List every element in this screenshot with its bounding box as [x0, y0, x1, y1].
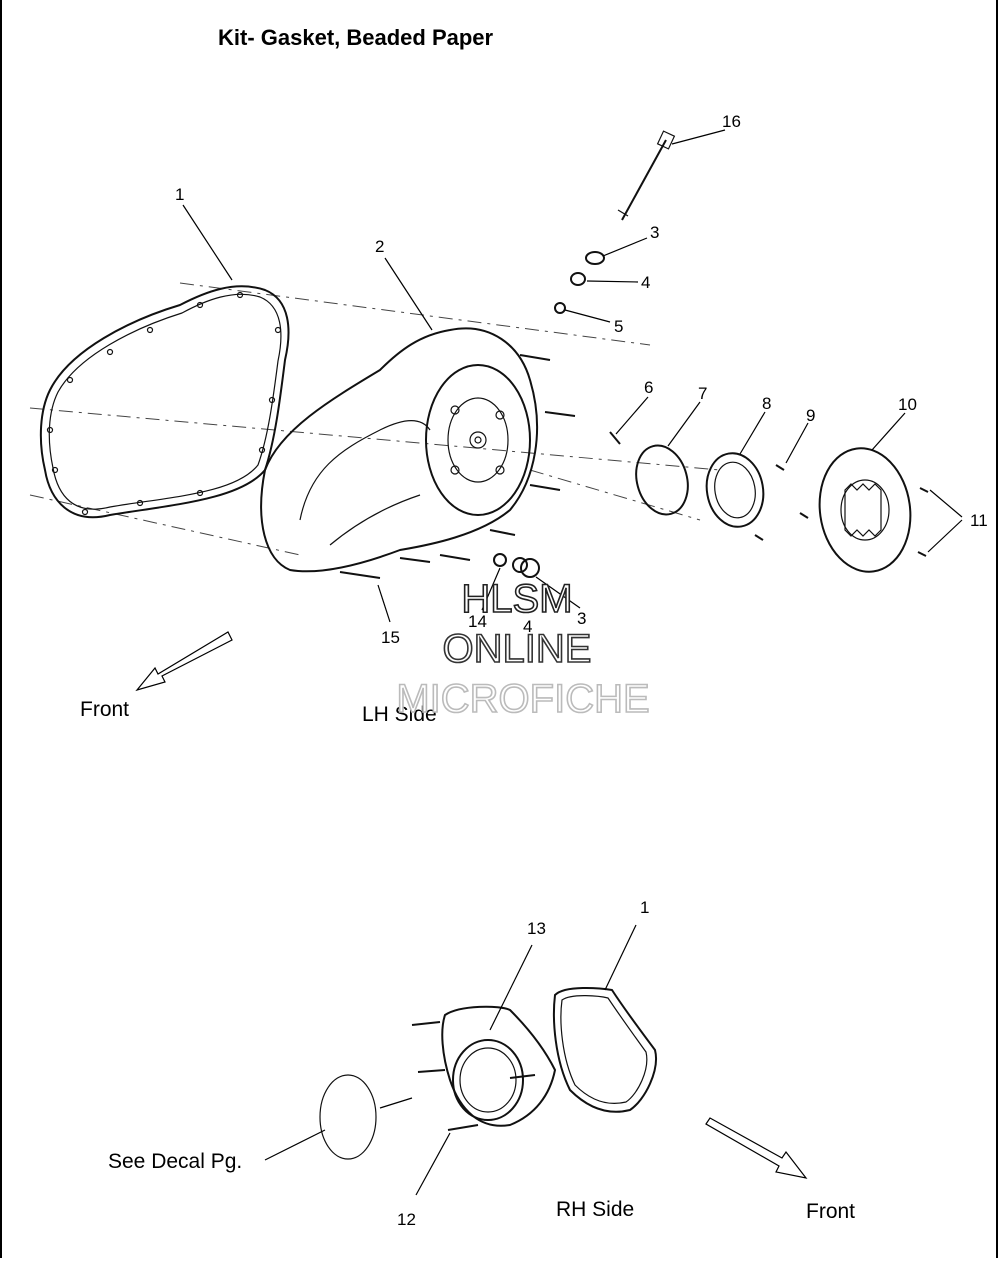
leader-line: [264, 1129, 326, 1161]
alignment-line: [529, 469, 701, 521]
gasket-part-1-rh: [552, 987, 657, 1113]
leader-line: [785, 422, 809, 464]
leader-line: [667, 401, 701, 447]
callout-10: 10: [898, 395, 917, 414]
callout-14: 14: [468, 612, 487, 631]
alignment-line: [179, 282, 651, 346]
decal-disc: [319, 1074, 377, 1160]
callout-2: 2: [375, 237, 384, 256]
leader-line: [604, 924, 637, 991]
derby-cover-part-10: [818, 447, 912, 573]
callout-13: 13: [527, 919, 546, 938]
decal-note: See Decal Pg.: [108, 1150, 242, 1173]
leader-line: [379, 1097, 413, 1109]
front-arrow-icon: [705, 1117, 808, 1179]
rh-side-label: RH Side: [556, 1198, 634, 1221]
lh-side-label: LH Side: [362, 703, 437, 726]
screw-part-6: [609, 431, 621, 445]
leader-line: [384, 257, 433, 331]
screw-part-11: [919, 487, 929, 493]
seal-part-3: [520, 558, 540, 578]
callout-3-lower: 3: [577, 609, 586, 628]
gasket-part-7: [635, 444, 689, 516]
lh-side-assembly: 1 2 16 3 4 5 6 7 8 9 10 11 15 14 4 3 Fro…: [29, 112, 988, 726]
front-arrow-icon: [135, 631, 233, 692]
leader-line: [415, 1132, 451, 1196]
leader-line: [929, 489, 963, 518]
leader-line: [535, 576, 581, 609]
diagram-title: Kit- Gasket, Beaded Paper: [218, 25, 494, 50]
gasket-part-1: [39, 285, 290, 519]
leader-line: [671, 129, 726, 145]
callout-4: 4: [641, 273, 650, 292]
screw-part-9: [799, 512, 809, 519]
callout-7: 7: [698, 384, 707, 403]
dipstick-part-16: [617, 130, 676, 221]
alignment-line: [29, 494, 301, 556]
plug-part-14: [493, 553, 507, 567]
leader-line: [602, 237, 648, 257]
screw-part-11: [917, 551, 927, 557]
watermark-line-3: MICROFICHE: [396, 677, 649, 721]
bushing-part-4: [570, 272, 586, 286]
callout-4-lower: 4: [523, 617, 532, 636]
primary-cover-part-2: [260, 327, 576, 579]
callout-16: 16: [722, 112, 741, 131]
watermark-line-1: HLSM: [461, 577, 572, 621]
watermark-line-2: ONLINE: [443, 627, 592, 671]
rh-side-assembly: 1 13 12 See Decal Pg. RH Side Front: [108, 898, 855, 1229]
watermark: HLSM ONLINE MICROFICHE: [396, 576, 651, 722]
callout-5: 5: [614, 317, 623, 336]
screw-part-9: [754, 534, 764, 541]
callout-12: 12: [397, 1210, 416, 1229]
leader-line: [871, 412, 906, 451]
rh-front-label: Front: [806, 1200, 855, 1223]
callout-15: 15: [381, 628, 400, 647]
screw-part-9: [775, 464, 785, 471]
callout-6: 6: [644, 378, 653, 397]
callout-3: 3: [650, 223, 659, 242]
leader-line: [489, 944, 533, 1031]
callout-1: 1: [175, 185, 184, 204]
cam-cover-part-13: [411, 1005, 557, 1131]
leader-line: [615, 396, 649, 435]
leader-line: [182, 204, 233, 281]
leader-line: [739, 411, 766, 455]
lh-front-label: Front: [80, 698, 129, 721]
bushing-part-4: [512, 557, 528, 573]
callout-9: 9: [806, 406, 815, 425]
leader-line: [586, 280, 639, 283]
plug-part-5: [554, 302, 566, 314]
ring-part-8: [705, 452, 765, 528]
leader-line: [927, 519, 963, 553]
callout-8: 8: [762, 394, 771, 413]
callout-1-rh: 1: [640, 898, 649, 917]
leader-line: [377, 584, 391, 623]
callout-11: 11: [970, 511, 988, 530]
seal-part-3: [585, 251, 605, 265]
leader-line: [481, 567, 501, 611]
leader-line: [564, 309, 611, 323]
